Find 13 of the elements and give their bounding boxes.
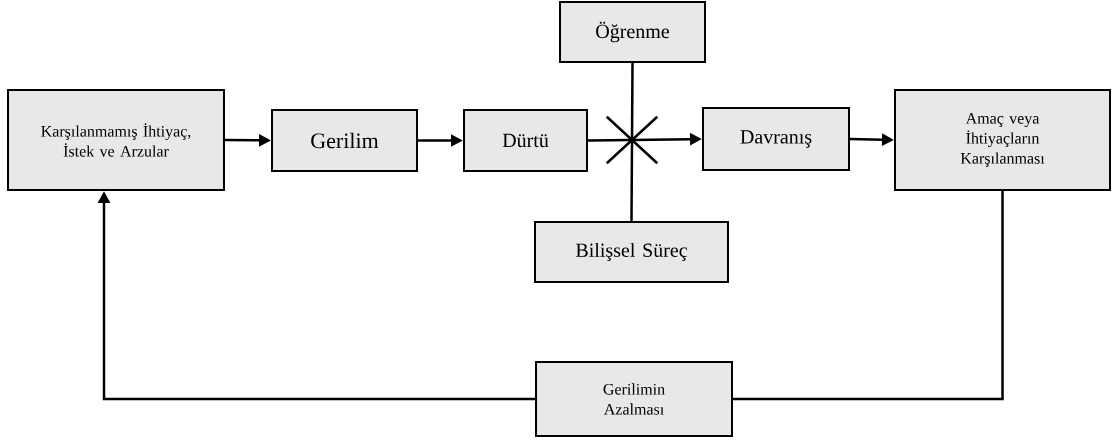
connector-line	[588, 138, 633, 142]
process-box: Dürtü	[463, 109, 588, 172]
process-box: Gerilimin Azalması	[535, 361, 733, 437]
process-box: Gerilim	[271, 109, 418, 172]
process-box: Karşılanmamış İhtiyaç, İstek ve Arzular	[7, 89, 225, 191]
connector-line	[630, 63, 634, 140]
cross-symbol	[605, 115, 659, 165]
connector-line	[733, 191, 1004, 401]
process-box: Amaç veya İhtiyaçların Karşılanması	[894, 89, 1111, 191]
connector-line	[630, 140, 634, 221]
process-box: Öğrenme	[559, 1, 706, 63]
process-box: Davranış	[702, 107, 850, 171]
process-box: Bilişsel Süreç	[534, 221, 729, 283]
